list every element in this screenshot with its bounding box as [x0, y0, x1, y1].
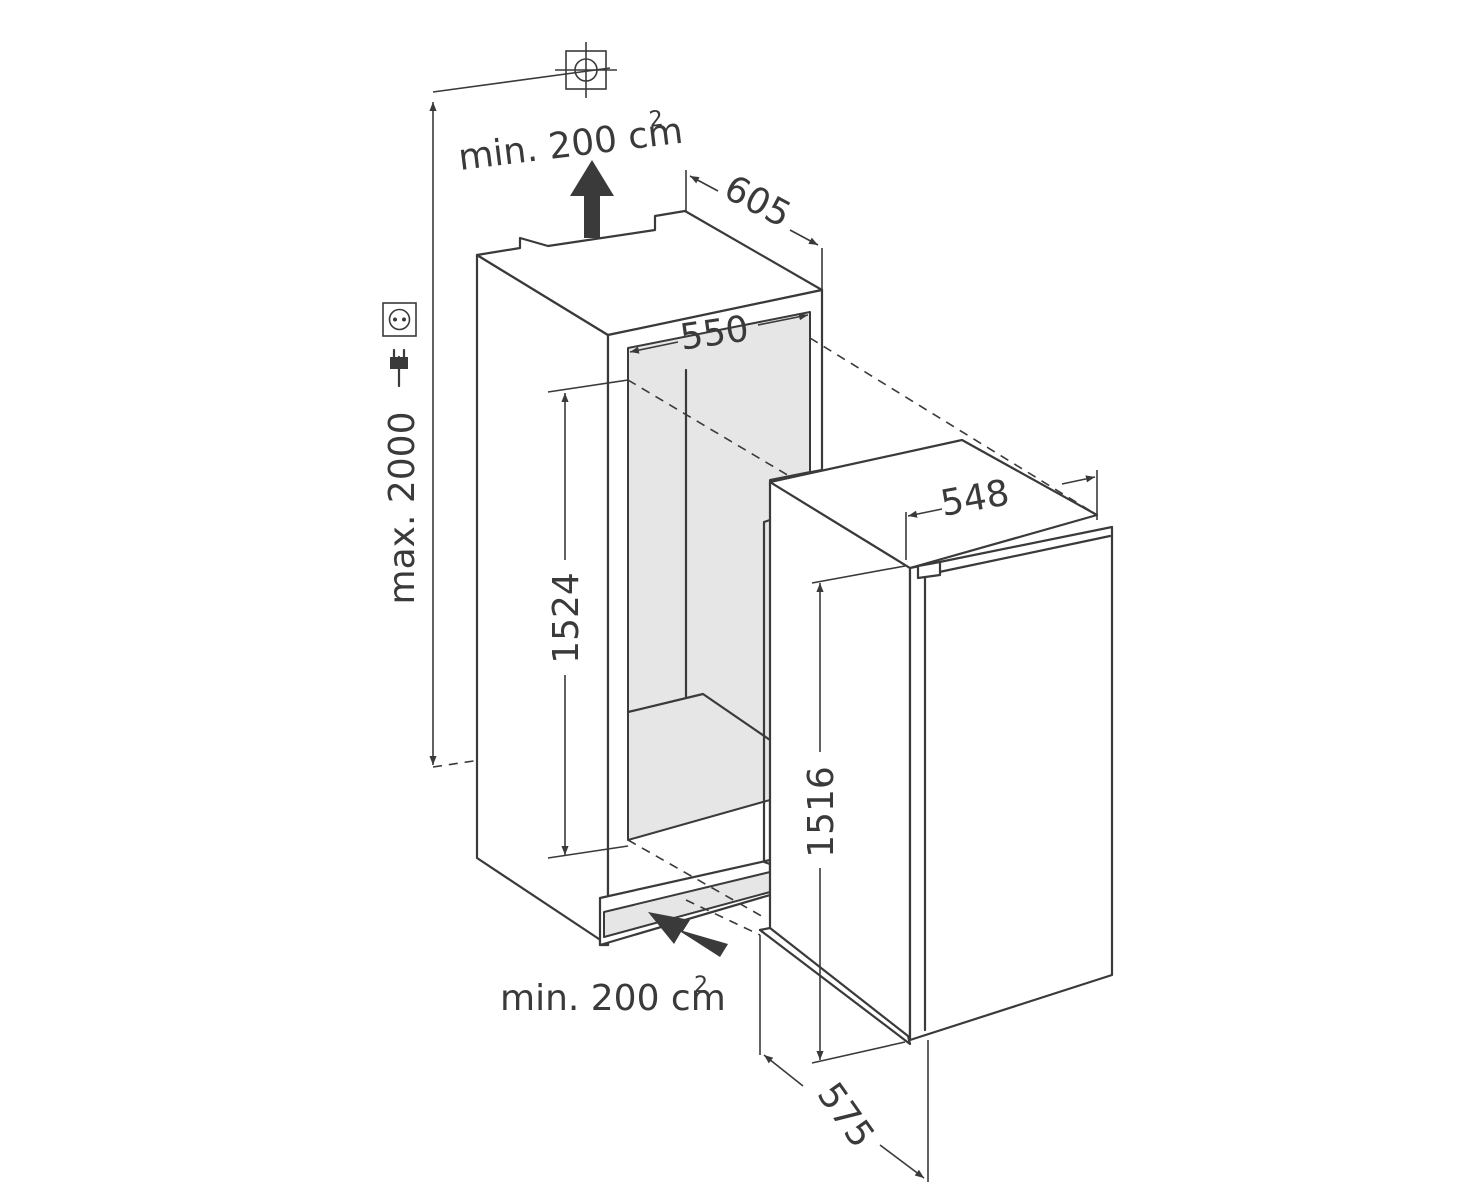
- bottom-vent-label: min. 200 cm: [500, 978, 726, 1019]
- niche-height-label: 1524: [546, 572, 587, 664]
- power-socket-icon: [382, 302, 417, 337]
- appliance-unit: [758, 438, 1114, 1046]
- power-plug-icon: [390, 348, 408, 388]
- niche-cabinet: [475, 209, 824, 947]
- appliance-height-dimension: 1516: [801, 565, 906, 1064]
- bottom-vent-exponent: 2: [694, 973, 708, 998]
- max-height-dimension: max. 2000: [382, 102, 771, 768]
- appliance-height-label: 1516: [801, 766, 842, 858]
- niche-width-label: 550: [678, 309, 752, 359]
- bottom-vent-arrow: [648, 912, 728, 957]
- niche-depth-label: 605: [717, 168, 797, 236]
- max-height-label: max. 2000: [382, 412, 423, 605]
- appliance-depth-label: 575: [809, 1076, 882, 1156]
- top-vent-exponent: 2: [648, 106, 665, 133]
- niche-height-dimension: 1524: [546, 379, 629, 859]
- ceiling-target-icon: [432, 42, 617, 98]
- niche-width-dimension: 550: [629, 309, 809, 359]
- top-vent-arrow: [570, 160, 614, 238]
